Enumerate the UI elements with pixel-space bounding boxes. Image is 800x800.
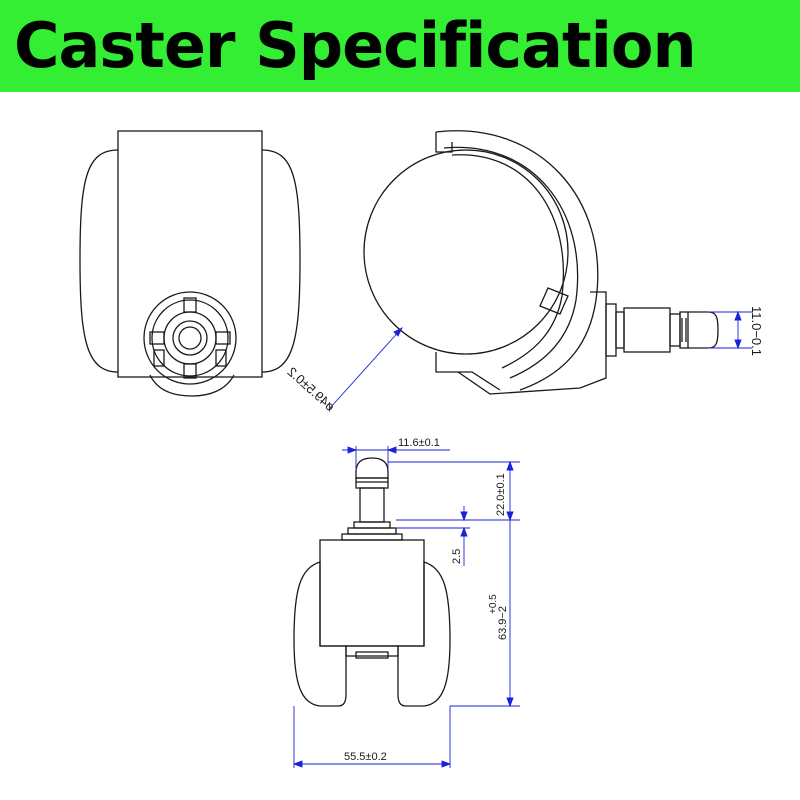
elevation-right-wheel	[397, 561, 451, 707]
front-housing	[117, 130, 263, 378]
elevation-left-wheel	[293, 561, 347, 707]
overall-width-label: 55.5±0.2	[344, 751, 387, 763]
wheel-diameter-label: ø49.5±0.2	[285, 364, 338, 414]
total-height-tolerance-label: +0.5	[488, 594, 499, 614]
stem-length-label: 22.0±0.1	[495, 473, 507, 516]
collar-height-label: 2.5	[451, 549, 463, 564]
stem-tip-diameter-label: 11.0−0.1	[749, 306, 764, 356]
side-wheel	[363, 149, 569, 355]
front-view	[79, 130, 301, 397]
title-banner: Caster Specification	[0, 0, 800, 92]
wheel-diameter-leader	[329, 327, 403, 409]
elevation-stem	[359, 487, 385, 523]
axle-outer-ring	[143, 291, 237, 385]
side-fork-outer	[435, 130, 599, 391]
front-right-wheel	[261, 149, 301, 373]
page-title: Caster Specification	[14, 9, 697, 82]
side-stem	[605, 303, 719, 357]
stem-top-width-label: 11.6±0.1	[398, 437, 440, 449]
front-left-wheel	[79, 149, 119, 373]
elevation-stem-cap	[355, 457, 389, 479]
total-height-label: 63.9−2	[497, 606, 509, 640]
side-view	[363, 130, 719, 395]
elevation-view	[293, 457, 451, 707]
dimension-lines	[292, 310, 752, 768]
elevation-housing	[319, 539, 425, 647]
